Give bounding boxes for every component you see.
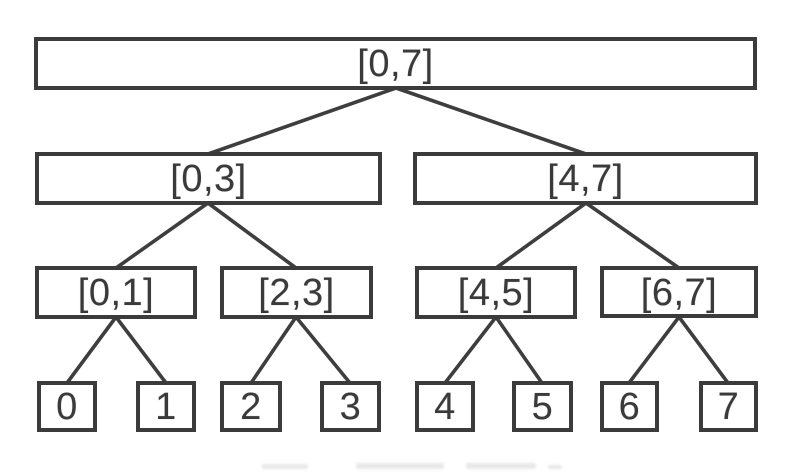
tree-node-4-5: [4,5] <box>415 266 577 319</box>
caption-smudge <box>356 463 444 469</box>
tree-node-label: [2,3] <box>258 272 335 314</box>
tree-leaf-2: 2 <box>220 381 282 432</box>
tree-leaf-4: 4 <box>415 381 475 432</box>
tree-node-label: [0,3] <box>170 158 247 200</box>
tree-node-label: 7 <box>717 386 740 428</box>
tree-node-4-7: [4,7] <box>413 152 758 205</box>
caption-smudge <box>262 464 308 469</box>
tree-leaf-0: 0 <box>37 381 97 432</box>
tree-node-label: 2 <box>240 386 262 428</box>
tree-node-label: 4 <box>434 386 456 428</box>
tree-node-0-1: [0,1] <box>35 266 197 319</box>
edge-01-right <box>114 315 168 385</box>
tree-node-label: [6,7] <box>640 271 718 314</box>
cropped-caption-remnant <box>0 462 808 472</box>
edge-03-right <box>206 201 298 270</box>
tree-leaf-7: 7 <box>699 381 758 432</box>
edge-23-right <box>294 315 352 385</box>
tree-leaf-3: 3 <box>320 381 381 432</box>
tree-node-0-3: [0,3] <box>35 152 382 205</box>
edge-03-left <box>114 201 210 270</box>
edge-01-left <box>65 315 118 385</box>
edge-67-left <box>627 315 681 385</box>
tree-node-2-3: [2,3] <box>220 266 373 319</box>
tree-leaf-6: 6 <box>600 381 659 432</box>
tree-node-label: 3 <box>339 386 362 428</box>
edge-47-right <box>584 201 681 270</box>
tree-node-label: 0 <box>56 386 78 428</box>
edge-root-left <box>206 86 398 156</box>
tree-leaf-1: 1 <box>136 381 196 432</box>
tree-node-label: 6 <box>618 386 641 428</box>
edge-47-left <box>494 201 588 270</box>
edge-45-right <box>494 315 544 385</box>
tree-node-label: [0,1] <box>77 272 155 314</box>
tree-node-label: 1 <box>155 386 177 428</box>
caption-smudge <box>466 463 536 469</box>
tree-node-label: [4,5] <box>457 272 535 314</box>
caption-smudge <box>548 465 562 469</box>
tree-node-label: [4,7] <box>547 158 624 200</box>
edge-23-left <box>249 315 298 385</box>
tree-node-root-0-7: [0,7] <box>34 37 757 90</box>
edge-root-right <box>394 86 588 156</box>
edge-45-left <box>443 315 498 385</box>
tree-node-label: 5 <box>531 386 554 428</box>
edge-67-right <box>677 315 730 385</box>
tree-node-6-7: [6,7] <box>600 266 758 318</box>
tree-node-label: [0,7] <box>357 43 434 85</box>
tree-leaf-5: 5 <box>512 381 573 432</box>
